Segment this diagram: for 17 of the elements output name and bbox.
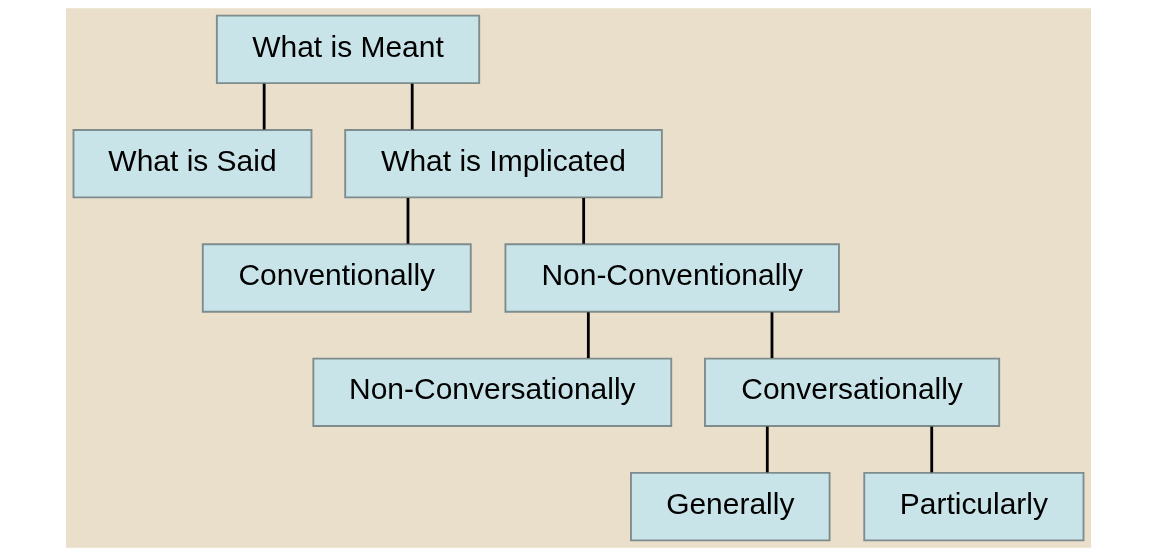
node-box: Non-Conversationally — [311, 357, 672, 427]
node-box: What is Meant — [215, 14, 480, 85]
connector — [929, 426, 933, 473]
node-box: Non-Conventionally — [504, 243, 840, 313]
connector — [406, 198, 409, 244]
node-box: Conventionally — [201, 243, 472, 313]
connector — [586, 312, 590, 359]
node-box: What is Said — [72, 129, 312, 199]
connector — [770, 312, 773, 359]
node-box: Conversationally — [703, 357, 1000, 427]
connector — [410, 83, 414, 130]
connector — [765, 426, 769, 473]
node-box: Generally — [629, 471, 831, 542]
node-box: What is Implicated — [343, 129, 663, 199]
node-box: Particularly — [862, 471, 1084, 542]
connector — [581, 198, 585, 244]
connector — [262, 83, 266, 130]
